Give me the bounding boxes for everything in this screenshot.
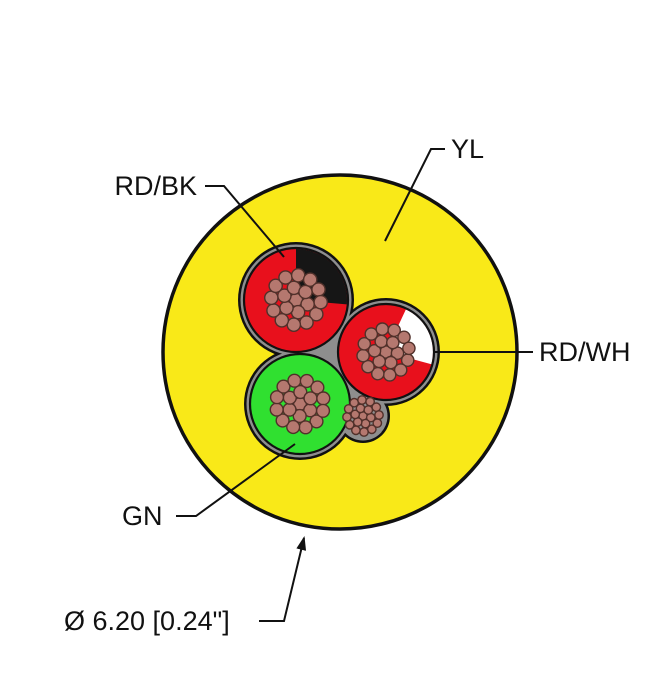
label-rd-wh: RD/WH [539,337,630,367]
copper-strand [274,312,290,328]
copper-strand [374,410,384,420]
copper-strand [385,335,400,350]
copper-strand [286,317,302,333]
copper-strand [316,391,331,406]
label-diameter: Ø 6.20 [0.24"] [64,606,230,636]
copper-strand-bundle [269,373,331,435]
copper-strand [276,379,291,394]
copper-strand [298,284,313,300]
conductor-green [248,352,352,456]
copper-strand [382,368,397,382]
copper-strand [286,419,301,435]
label-rd-bk: RD/BK [114,171,197,201]
copper-strand [361,359,375,374]
copper-strand [363,405,374,415]
label-gn: GN [122,501,163,531]
conductor-red-white [336,302,436,402]
label-yl: YL [451,134,484,164]
copper-strand [402,341,416,356]
copper-strand [310,380,325,395]
copper-strand [315,403,331,418]
copper-strand-bundle [263,267,329,333]
copper-strand [269,390,285,405]
copper-strand [299,373,314,389]
copper-strand [356,348,370,363]
copper-strand [364,327,379,341]
copper-strand [302,272,318,288]
copper-strand [350,425,361,436]
copper-strand [269,402,284,417]
copper-strand [263,290,279,306]
conductor-red-black [242,246,350,354]
copper-strand [287,373,302,388]
copper-strand [292,408,307,424]
copper-strand [365,396,375,407]
leader-line-diameter [259,536,307,622]
copper-strand [359,427,369,437]
drain-wire-bundle [342,395,384,437]
copper-strand [370,366,385,381]
copper-strand [309,414,324,429]
copper-strand [279,300,294,316]
copper-strand [275,413,290,428]
copper-strand [313,294,329,310]
copper-strand [311,282,326,297]
copper-strand [342,412,352,422]
leader-line-gn [176,443,296,517]
copper-strand [298,420,313,435]
copper-strand [299,315,314,330]
leader-line-rd-bk [205,185,285,258]
copper-strand [367,343,382,358]
copper-strand [266,303,281,318]
conductor-red-black-outline [242,246,350,354]
copper-strand [268,278,284,294]
copper-strand [293,384,308,400]
copper-strand-bundle [356,322,416,382]
leader-line-yl [384,148,445,242]
copper-strand [375,322,390,336]
copper-strand [387,323,402,338]
copper-strand [357,395,367,405]
copper-strand [278,270,293,285]
copper-strand [397,330,411,345]
copper-strand [343,403,354,414]
copper-strand [357,336,372,351]
copper-strand [393,363,408,377]
copper-strand [290,267,306,283]
